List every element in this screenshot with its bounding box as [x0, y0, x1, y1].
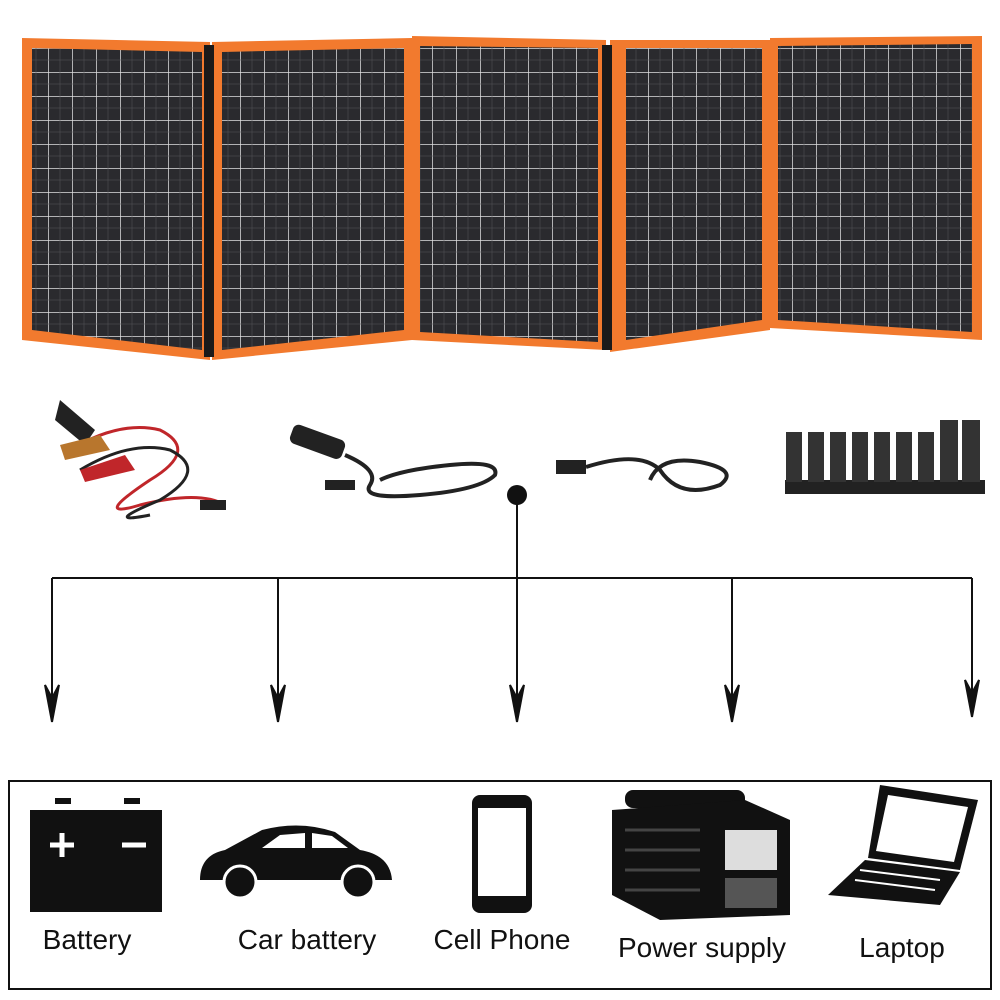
power-station-icon [612, 790, 790, 920]
distribution-arrows [44, 485, 980, 723]
solar-panel-2 [212, 38, 412, 360]
dc-connector-tips-icon [785, 420, 985, 494]
usb-cable-icon [556, 457, 729, 492]
solar-panel-4 [610, 40, 770, 352]
alligator-clip-cable-icon [55, 400, 226, 520]
device-label-power-supply: Power supply [617, 932, 787, 963]
car-charger-cable-icon [289, 424, 498, 499]
solar-panel-3 [412, 36, 606, 350]
solar-panel-array [22, 36, 982, 360]
devices-box [8, 780, 992, 990]
battery-icon [30, 798, 162, 912]
device-label-cell-phone: Cell Phone [433, 924, 571, 955]
device-label-battery: Battery [42, 924, 132, 955]
laptop-icon [828, 785, 978, 905]
device-label-laptop: Laptop [859, 932, 945, 963]
device-label-car-battery: Car battery [237, 924, 377, 955]
phone-icon [472, 795, 532, 913]
solar-panel-1 [22, 38, 210, 360]
solar-panel-5 [770, 36, 982, 340]
car-icon [200, 825, 392, 900]
